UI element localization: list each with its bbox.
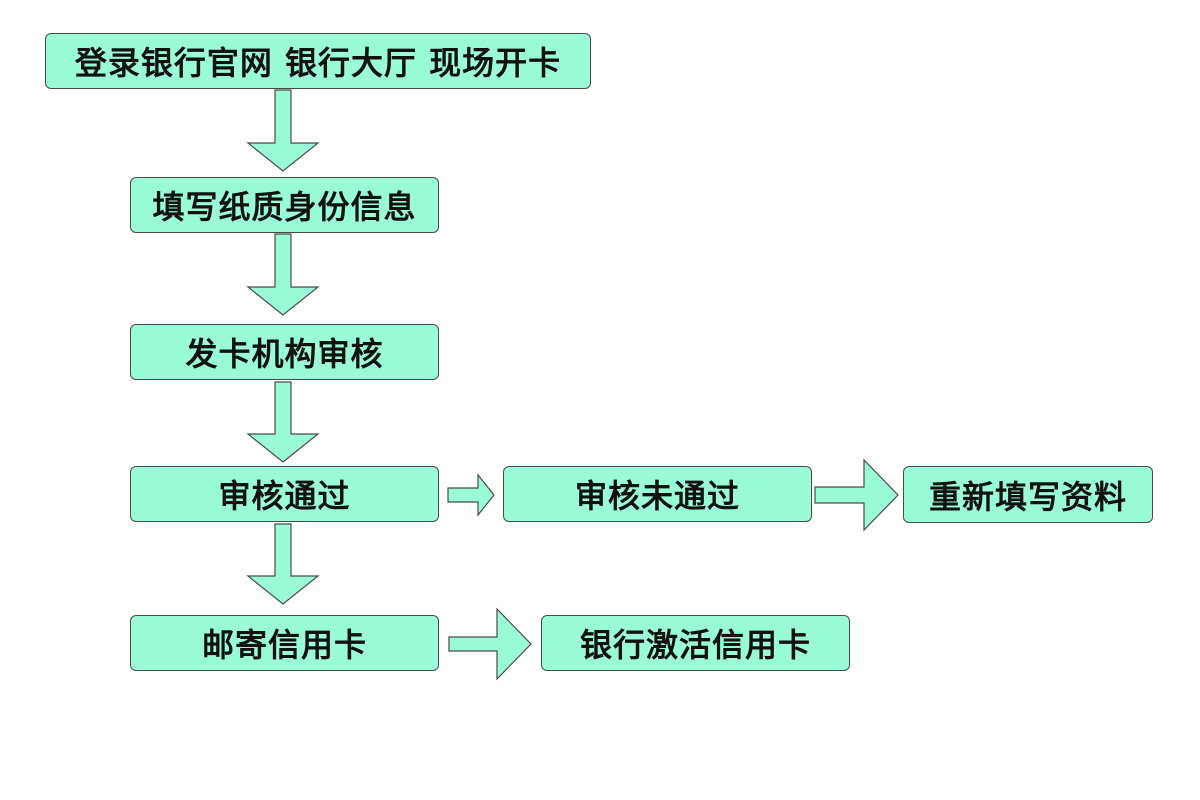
step-review-label: 发卡机构审核: [185, 335, 384, 373]
step-rejected-box: 审核未通过: [503, 466, 812, 522]
step-activate-label: 银行激活信用卡: [579, 626, 811, 664]
step-review-box: 发卡机构审核: [130, 324, 439, 380]
step-login-box: 登录银行官网 银行大厅 现场开卡: [45, 33, 591, 89]
down-arrow-1: [246, 89, 320, 172]
step-approved-label: 审核通过: [218, 477, 351, 515]
step-fill-info-box: 填写纸质身份信息: [130, 177, 439, 233]
down-arrow-3: [246, 381, 320, 463]
down-arrow-4: [246, 523, 320, 605]
step-approved-box: 审核通过: [130, 466, 439, 522]
right-arrow-3: [448, 607, 532, 681]
step-mail-card-label: 邮寄信用卡: [201, 626, 367, 664]
right-arrow-1: [447, 473, 495, 517]
step-mail-card-box: 邮寄信用卡: [130, 615, 439, 671]
step-fill-info-label: 填写纸质身份信息: [152, 188, 417, 226]
step-login-label: 登录银行官网 银行大厅 现场开卡: [74, 44, 562, 82]
step-refill-box: 重新填写资料: [903, 466, 1153, 523]
step-rejected-label: 审核未通过: [574, 477, 740, 515]
down-arrow-2: [246, 233, 320, 316]
step-activate-box: 银行激活信用卡: [541, 615, 850, 671]
right-arrow-2: [814, 458, 899, 532]
step-refill-label: 重新填写资料: [928, 477, 1127, 516]
